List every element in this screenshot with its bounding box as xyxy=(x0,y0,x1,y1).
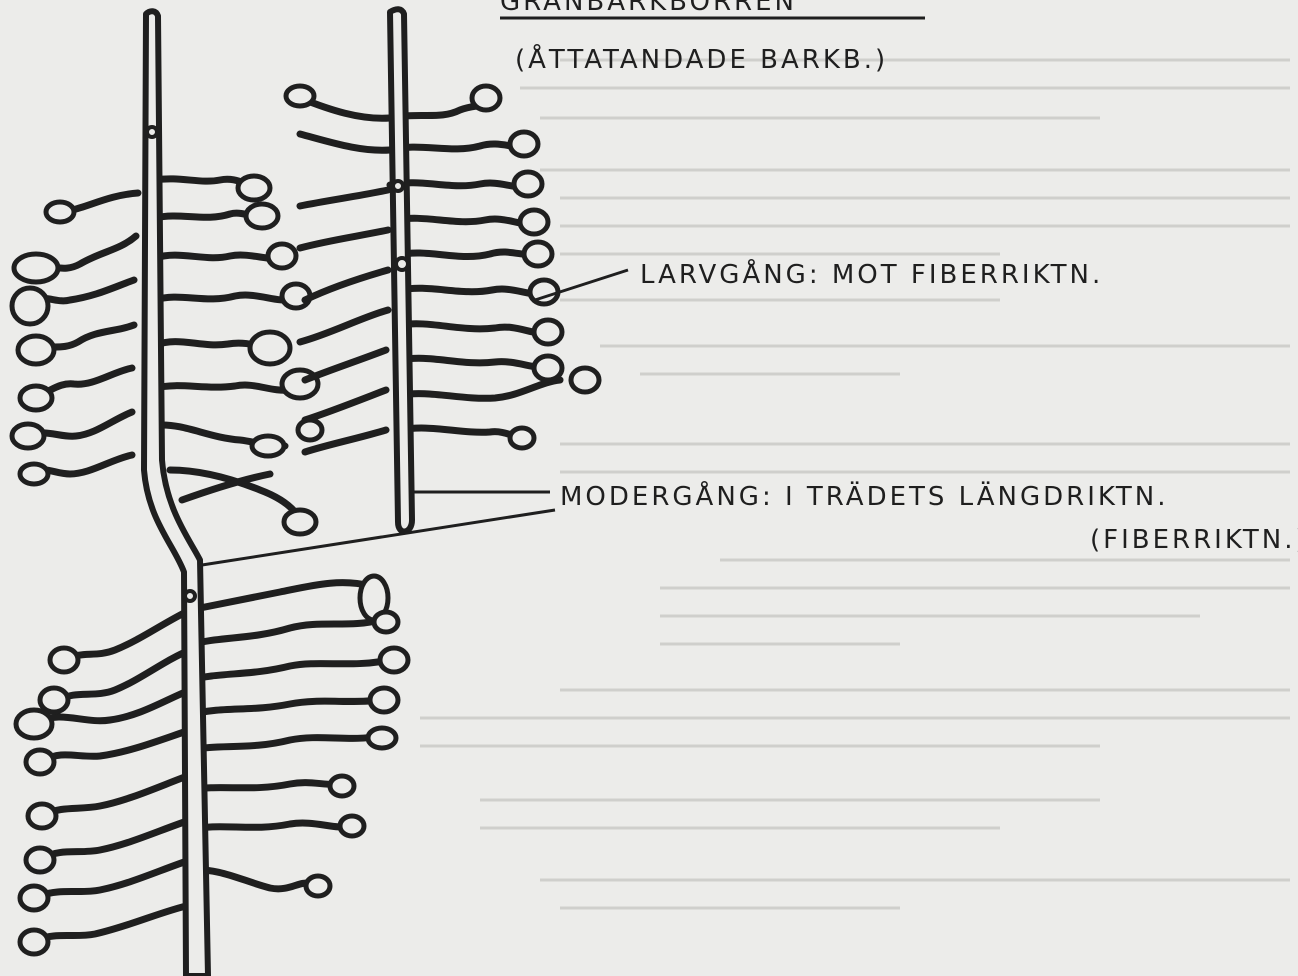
larval-gallery-label: LARVGÅNG: MOT FIBERRIKTN. xyxy=(640,258,1103,290)
leader-lines xyxy=(202,270,628,565)
mother-galleries xyxy=(144,9,412,976)
diagram-subtitle: (ÅTTATANDADE BARKB.) xyxy=(515,43,888,75)
mother-gallery-label: MODERGÅNG: I TRÄDETS LÄNGDRIKTN. xyxy=(560,480,1169,512)
mother-gallery-leader-line-a xyxy=(202,510,555,565)
mother-gallery-label-sub: (FIBERRIKTN.) xyxy=(1090,525,1298,555)
diagram-title: GRANBARKBORREN xyxy=(500,0,797,17)
